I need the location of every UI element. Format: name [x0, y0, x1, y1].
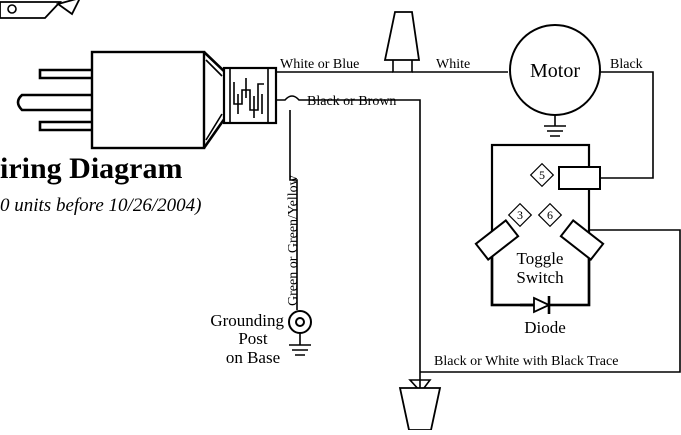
label-black-or-brown: Black or Brown [307, 94, 396, 109]
terminal-5-icon [529, 162, 555, 188]
diode-label: Diode [524, 318, 566, 337]
grounding-label-line3: on Base [226, 348, 280, 367]
label-white-or-blue: White or Blue [280, 57, 359, 72]
terminal-5-label: 5 [539, 168, 545, 182]
terminal-3-label: 3 [517, 208, 523, 222]
diagram-subtitle: 0 units before 10/26/2004) [0, 195, 201, 216]
grounding-label-line2: Post [238, 329, 268, 348]
toggle-label-line1: Toggle [517, 249, 564, 268]
top-wire-nut-icon [383, 11, 421, 73]
grounding-post-icon [288, 310, 312, 356]
grounding-label-line1: Grounding [210, 311, 284, 330]
terminal-6-label: 6 [547, 208, 553, 222]
partial-connector-icon [0, 0, 81, 19]
terminal-6-icon [537, 202, 563, 228]
wire-ground [289, 110, 298, 310]
label-black-or-white-trace: Black or White with Black Trace [434, 354, 618, 369]
label-black: Black [610, 57, 643, 72]
wire-black [600, 71, 654, 179]
wire-black-or-brown [276, 95, 421, 390]
toggle-label-line2: Switch [516, 268, 564, 287]
motor-label: Motor [530, 60, 580, 82]
label-green-or-green-yellow: Green or Green/Yellow [286, 174, 301, 306]
wire-black-white-trace [420, 229, 681, 373]
plug-icon [16, 50, 278, 150]
motor-icon [509, 24, 601, 137]
bottom-wire-nut-icon [398, 379, 442, 431]
diagram-title: iring Diagram [0, 152, 182, 185]
terminal-3-icon [507, 202, 533, 228]
label-white: White [436, 57, 470, 72]
toggle-switch-icon [474, 143, 605, 314]
